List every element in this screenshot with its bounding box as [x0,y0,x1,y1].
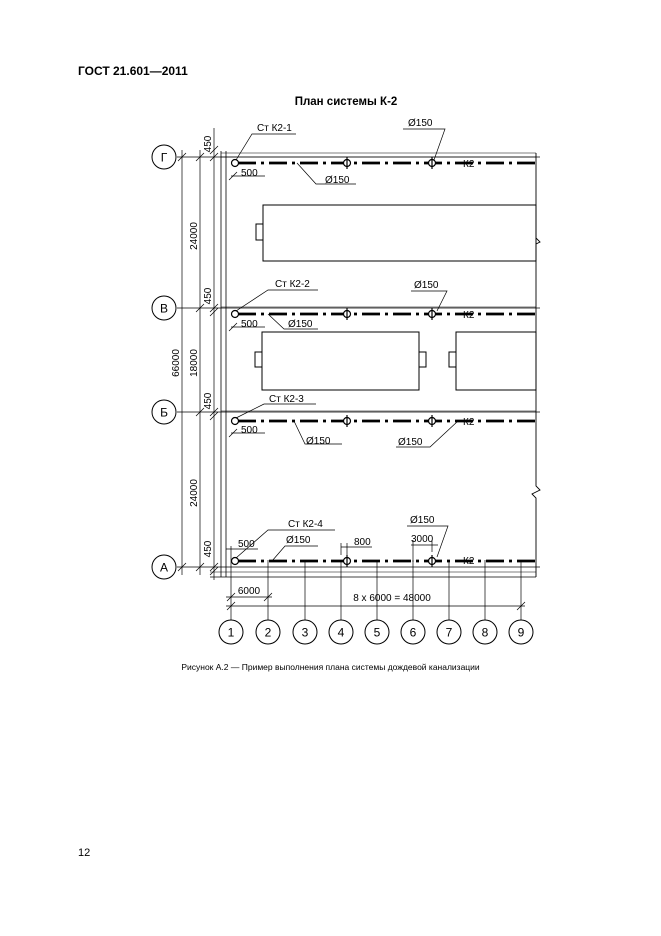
dim-bay: 6000 [238,586,261,597]
axis-label-8: 8 [482,626,489,640]
axis-label-1: 1 [228,626,235,640]
column-axis-bubbles: 1 2 3 4 5 6 7 8 9 [218,619,534,645]
drainage-pipes [238,161,536,563]
label-500-a: 500 [238,539,255,550]
label-riser-k2-1: Ст К2-1 [257,123,292,134]
equipment-block-middle-left [261,331,420,391]
label-500-g: 500 [241,168,258,179]
horizontal-dimension-lines [226,592,526,611]
dim-span-g-v: 24000 [189,222,200,250]
riser-k2-4 [230,556,240,566]
label-diameter-b-left: Ø150 [306,436,331,447]
label-system-a: К2 [463,556,475,567]
label-diameter-a-right: Ø150 [410,515,435,526]
axis-bubble-8 [472,619,498,645]
row-axes [177,156,540,568]
vertical-dimension-chains [177,128,219,580]
axis-label-3: 3 [302,626,309,640]
axis-bubble-2 [255,619,281,645]
label-diameter-b-right: Ø150 [398,437,423,448]
label-500-v: 500 [241,319,258,330]
axis-bubble-a [151,554,177,580]
inspection-wells [342,157,437,567]
axis-label-b: Б [160,406,168,420]
axis-label-a: А [160,561,168,575]
axis-bubble-7 [436,619,462,645]
label-diameter-g-right: Ø150 [408,118,433,129]
label-diameter-v-left: Ø150 [288,319,313,330]
axis-bubble-5 [364,619,390,645]
label-500-b: 500 [241,425,258,436]
equipment-block-upper-tab [255,223,264,241]
axis-label-9: 9 [518,626,525,640]
dim-span-v-b: 18000 [189,349,200,377]
riser-k2-1 [230,158,240,168]
axis-bubble-9 [508,619,534,645]
riser-k2-3 [230,416,240,426]
vertical-dimension-texts: 66000 24000 18000 24000 450 450 450 450 [171,135,214,557]
axis-bubble-1 [218,619,244,645]
axis-bubble-g [151,144,177,170]
label-riser-k2-3: Ст К2-3 [269,394,304,405]
leader-lines [226,128,459,562]
equipment-block-middle-right-tab [448,351,457,368]
axis-label-5: 5 [374,626,381,640]
figure-caption: Рисунок А.2 — Пример выполнения плана си… [181,662,480,672]
column-axes [230,560,522,620]
equipment-block-middle-right [455,331,537,391]
label-system-b: К2 [463,417,475,428]
axis-label-7: 7 [446,626,453,640]
label-diameter-a-left: Ø150 [286,535,311,546]
risers [230,158,240,566]
label-system-v: К2 [463,310,475,321]
axis-label-2: 2 [265,626,272,640]
dim-offset-g: 450 [203,135,214,152]
label-3000-a: 3000 [411,534,434,545]
equipment-block-middle-left-tab-r [418,351,427,368]
axis-bubble-3 [292,619,318,645]
label-800-a: 800 [354,537,371,548]
dim-offset-v: 450 [203,287,214,304]
axis-label-v: В [160,302,168,316]
equipment-block-upper [262,204,537,262]
axis-bubble-v [151,295,177,321]
label-riser-k2-4: Ст К2-4 [288,519,323,530]
axis-bubble-4 [328,619,354,645]
riser-k2-2 [230,309,240,319]
label-diameter-v-right: Ø150 [414,280,439,291]
axis-label-g: Г [161,151,168,165]
annotations: Ст К2-1 Ø150 Ø150 К2 500 Ст К2-2 Ø150 Ø1… [238,118,475,567]
drawing-title: План системы К-2 [295,96,398,108]
row-axis-bubbles: Г В Б А [151,144,177,580]
page-number: 12 [78,847,91,859]
equipment-block-middle-left-tab-l [254,351,263,368]
dim-total: 66000 [171,349,182,377]
dim-offset-b: 450 [203,392,214,409]
dim-span-b-a: 24000 [189,479,200,507]
equipment-blocks [254,204,537,391]
label-system-g: К2 [463,159,475,170]
axis-label-6: 6 [410,626,417,640]
axis-bubble-6 [400,619,426,645]
axis-label-4: 4 [338,626,345,640]
document-header: ГОСТ 21.601—2011 [78,64,188,78]
axis-bubble-b [151,399,177,425]
dim-offset-a: 450 [203,540,214,557]
label-riser-k2-2: Ст К2-2 [275,279,310,290]
dim-total-columns: 8 x 6000 = 48000 [353,593,431,604]
label-diameter-g-left: Ø150 [325,175,350,186]
